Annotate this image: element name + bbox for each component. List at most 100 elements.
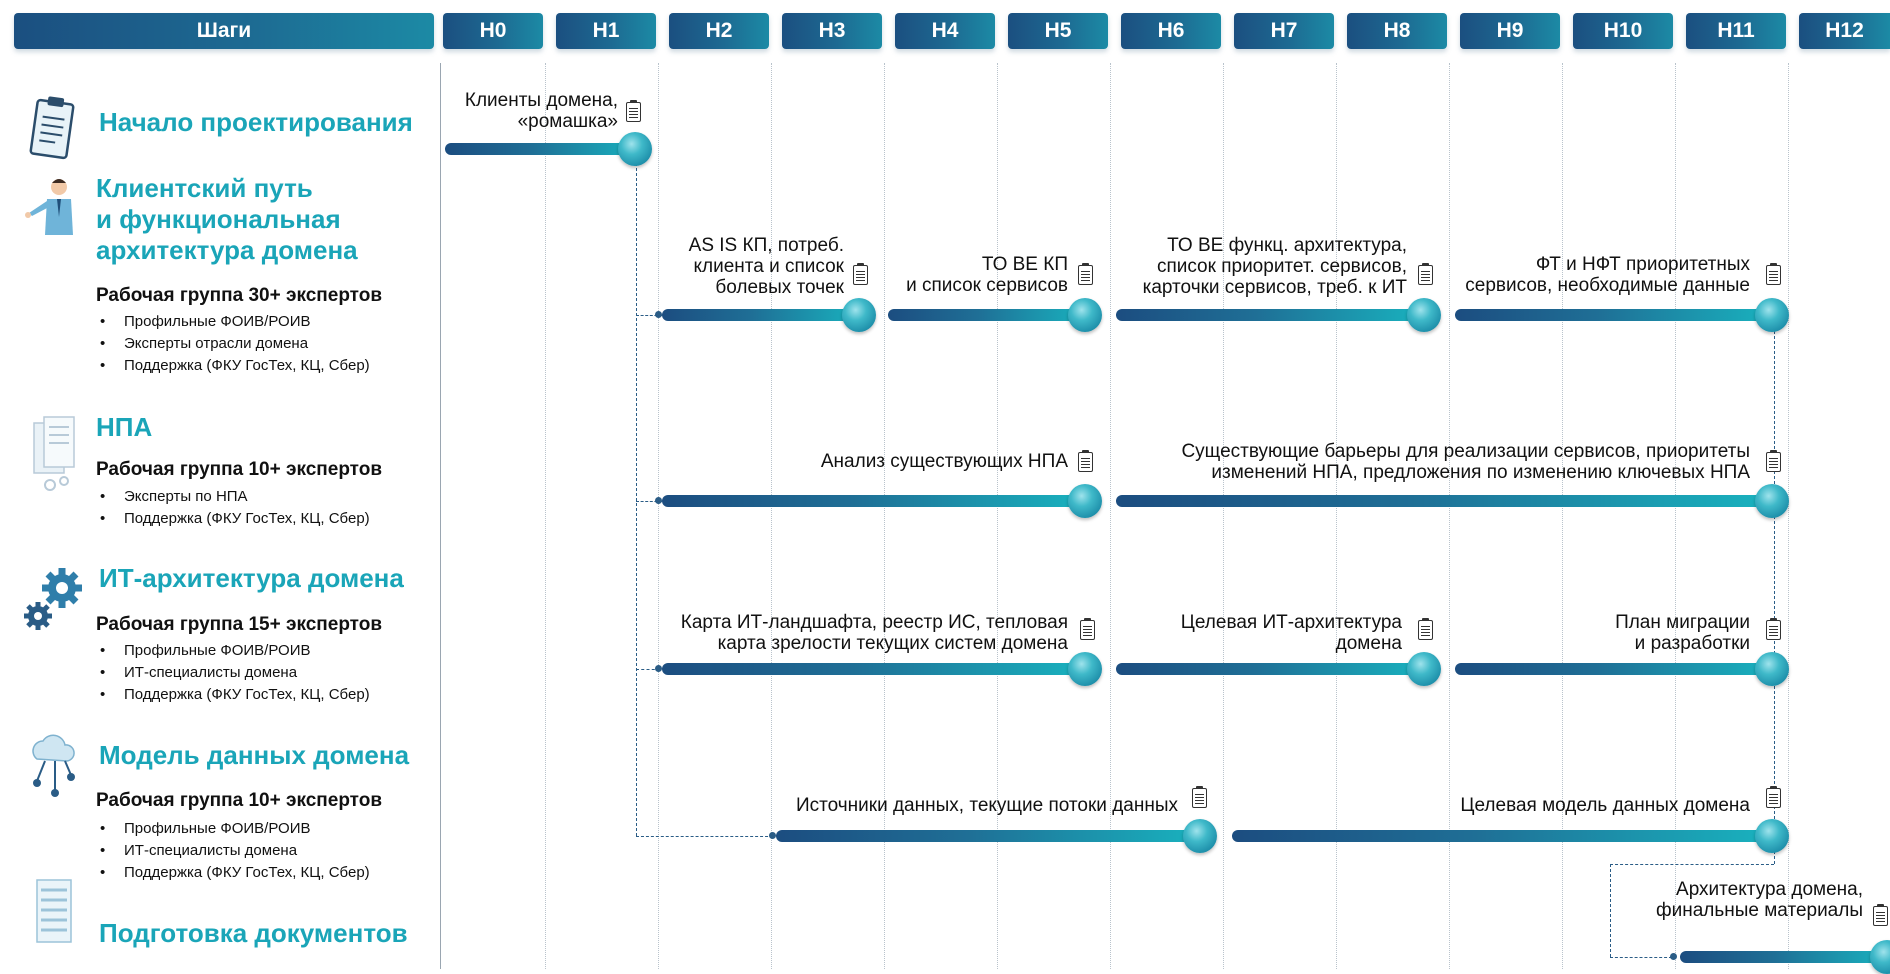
work-group-label: Рабочая группа 30+ экспертов [96,285,383,306]
deliverable-label: Целевая ИТ-архитектура домена [1180,612,1402,654]
milestone-knob [1755,819,1789,853]
list-item: Поддержка (ФКУ ГосТех, КЦ, Сбер) [100,862,370,884]
deliverable-label: ФТ и НФТ приоритетных сервисов, необходи… [1465,254,1750,296]
document-icon [1766,450,1781,472]
list-item: Профильные ФОИВ/РОИВ [100,818,370,840]
task-bar [776,830,1202,842]
connector-line [636,501,662,502]
document-icon [1080,618,1095,640]
week-header-h8: Н8 [1347,13,1447,49]
week-label: Н0 [479,19,507,42]
connector-line [1610,864,1611,957]
list-item: Поддержка (ФКУ ГосТех, КЦ, Сбер) [100,355,370,377]
task-bar [1680,951,1890,963]
week-label: Н4 [931,19,959,42]
connector-dot [1670,953,1677,960]
document-icon [1766,786,1781,808]
deliverable-label: Карта ИТ-ландшафта, реестр ИС, тепловая … [680,612,1068,654]
list-item: Поддержка (ФКУ ГосТех, КЦ, Сбер) [100,684,370,706]
expert-list: Профильные ФОИВ/РОИВ ИТ-специалисты доме… [96,640,370,706]
grid-line [1675,63,1676,969]
expert-list: Профильные ФОИВ/РОИВ Эксперты отрасли до… [96,311,370,377]
task-bar [1116,309,1426,321]
connector-line [636,148,637,836]
connector-dot [769,832,776,839]
milestone-knob [1407,652,1441,686]
steps-header-label: Шаги [196,19,252,42]
grid-line [1562,63,1563,969]
document-icon [1418,263,1433,285]
week-header-h11: Н11 [1686,13,1786,49]
week-label: Н3 [818,19,846,42]
task-bar [1232,830,1773,842]
deliverable-label: Клиенты домена, «ромашка» [464,90,618,132]
task-bar [662,309,862,321]
steps-header: Шаги [14,13,434,49]
week-label: Н6 [1157,19,1185,42]
week-label: Н8 [1383,19,1411,42]
section-title-it-architecture: ИТ-архитектура домена [99,563,404,593]
week-header-h6: Н6 [1121,13,1221,49]
grid-line [545,63,546,969]
task-bar [662,495,1088,507]
document-icon [1418,618,1433,640]
deliverable-label: Целевая модель данных домена [1460,795,1750,816]
connector-dot [655,665,662,672]
milestone-knob [1870,940,1890,974]
task-bar [1455,663,1773,675]
list-item: ИТ-специалисты домена [100,662,370,684]
week-label: Н12 [1825,19,1864,42]
week-header-h10: Н10 [1573,13,1673,49]
connector-line [1610,957,1672,958]
document-icon [1078,263,1093,285]
legal-docs-icon [33,416,75,491]
list-item: Поддержка (ФКУ ГосТех, КЦ, Сбер) [100,508,370,530]
deliverable-label: Существующие барьеры для реализации серв… [1181,441,1750,483]
timeline-left-border [440,63,441,969]
list-item: Профильные ФОИВ/РОИВ [100,640,370,662]
data-cloud-icon [32,734,75,797]
week-header-h4: Н4 [895,13,995,49]
grid-line [997,63,998,969]
grid-line [1449,63,1450,969]
week-header-h5: Н5 [1008,13,1108,49]
document-icon [1873,904,1888,926]
deliverable-label: ТО ВЕ функц. архитектура, список приорит… [1142,235,1407,298]
connector-line [1774,326,1775,864]
milestone-knob [1068,652,1102,686]
deliverable-label: Архитектура домена, финальные материалы [1655,879,1863,921]
week-label: Н7 [1270,19,1298,42]
milestone-knob [618,132,652,166]
week-header-h9: Н9 [1460,13,1560,49]
task-bar [1116,495,1773,507]
connector-line [1610,864,1774,865]
week-label: Н1 [592,19,620,42]
week-label: Н11 [1717,19,1755,42]
task-bar [662,663,1088,675]
week-header-h0: Н0 [443,13,543,49]
milestone-knob [1407,298,1441,332]
milestone-knob [1755,484,1789,518]
document-icon [853,263,868,285]
connector-dot [655,311,662,318]
week-header-h2: Н2 [669,13,769,49]
grid-line [1336,63,1337,969]
milestone-knob [1755,652,1789,686]
task-bar [1455,309,1773,321]
grid-line [1110,63,1111,969]
section-title-data-model: Модель данных домена [99,740,410,770]
connector-line [636,315,662,316]
week-header-h12: Н12 [1799,13,1890,49]
task-bar [888,309,1088,321]
document-icon [1078,450,1093,472]
connector-line [636,836,773,837]
section-title-client-path: Клиентский путь и функциональная архитек… [96,173,358,265]
grid-line [1223,63,1224,969]
section-title-start: Начало проектирования [99,107,413,137]
list-item: ИТ-специалисты домена [100,840,370,862]
grid-line [658,63,659,969]
expert-list: Профильные ФОИВ/РОИВ ИТ-специалисты доме… [96,818,370,884]
grid-line [771,63,772,969]
task-bar [445,143,640,155]
connector-dot [655,497,662,504]
